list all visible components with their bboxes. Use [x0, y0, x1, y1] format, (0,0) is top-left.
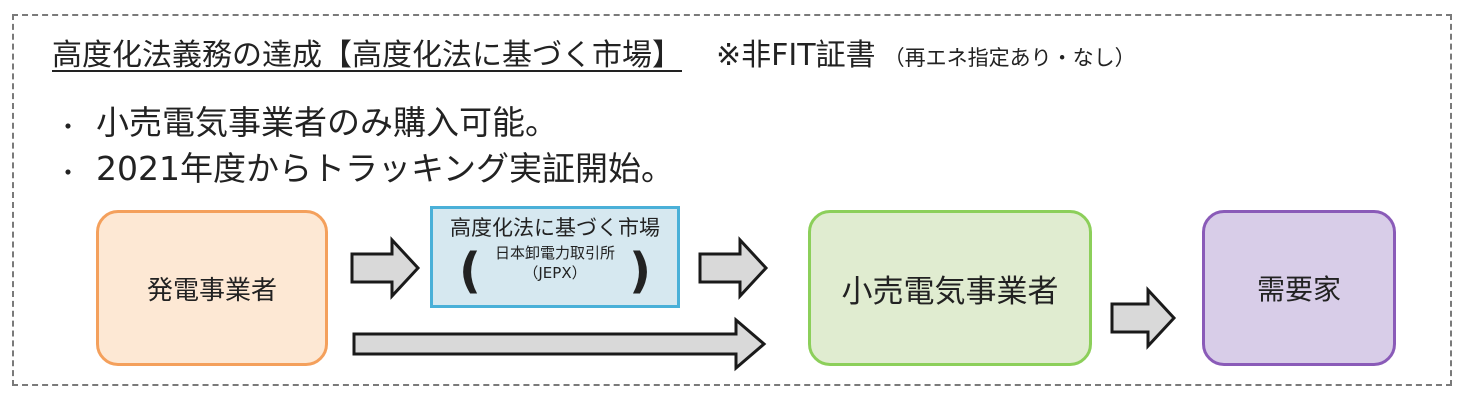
title-note-detail: （再エネ指定あり・なし）: [883, 46, 1136, 70]
bracket-right: ): [629, 243, 651, 299]
bracket-left: (: [459, 243, 481, 299]
consumer-label: 需要家: [1256, 273, 1341, 306]
arrow-generator-to-retailer-direct: [352, 316, 767, 372]
market-name: 日本卸電力取引所: [494, 244, 615, 262]
retailer-label: 小売電気事業者: [841, 273, 1059, 310]
arrow-retailer-to-consumer: [1110, 286, 1177, 350]
title-note: ※非FIT証書: [716, 38, 876, 73]
arrow-generator-to-market: [350, 236, 421, 300]
bullet-item: ・ 2021年度からトラッキング実証開始。: [56, 142, 674, 190]
page-title: 高度化法義務の達成【高度化法に基づく市場】: [52, 38, 682, 73]
bullet-text: 小売電気事業者のみ購入可能。: [96, 103, 558, 142]
market-abbrev: （JEPX）: [523, 264, 587, 282]
bullet-text: 2021年度からトラッキング実証開始。: [96, 149, 674, 188]
arrow-market-to-retailer: [698, 236, 769, 300]
consumer-box: 需要家: [1202, 210, 1396, 366]
header: 高度化法義務の達成【高度化法に基づく市場】 ※非FIT証書 （再エネ指定あり・なし）: [52, 30, 1136, 74]
bullet-marker: ・: [56, 159, 80, 187]
market-box: 高度化法に基づく市場 ( 日本卸電力取引所 （JEPX） ): [430, 206, 680, 308]
generator-box: 発電事業者: [96, 210, 328, 366]
market-title: 高度化法に基づく市場: [450, 216, 660, 240]
market-detail: ( 日本卸電力取引所 （JEPX） ): [455, 243, 655, 305]
bullet-marker: ・: [56, 113, 80, 141]
dashed-frame: [12, 14, 1452, 386]
generator-label: 発電事業者: [146, 275, 277, 306]
retailer-box: 小売電気事業者: [808, 210, 1092, 366]
bullet-item: ・小売電気事業者のみ購入可能。: [56, 96, 558, 144]
